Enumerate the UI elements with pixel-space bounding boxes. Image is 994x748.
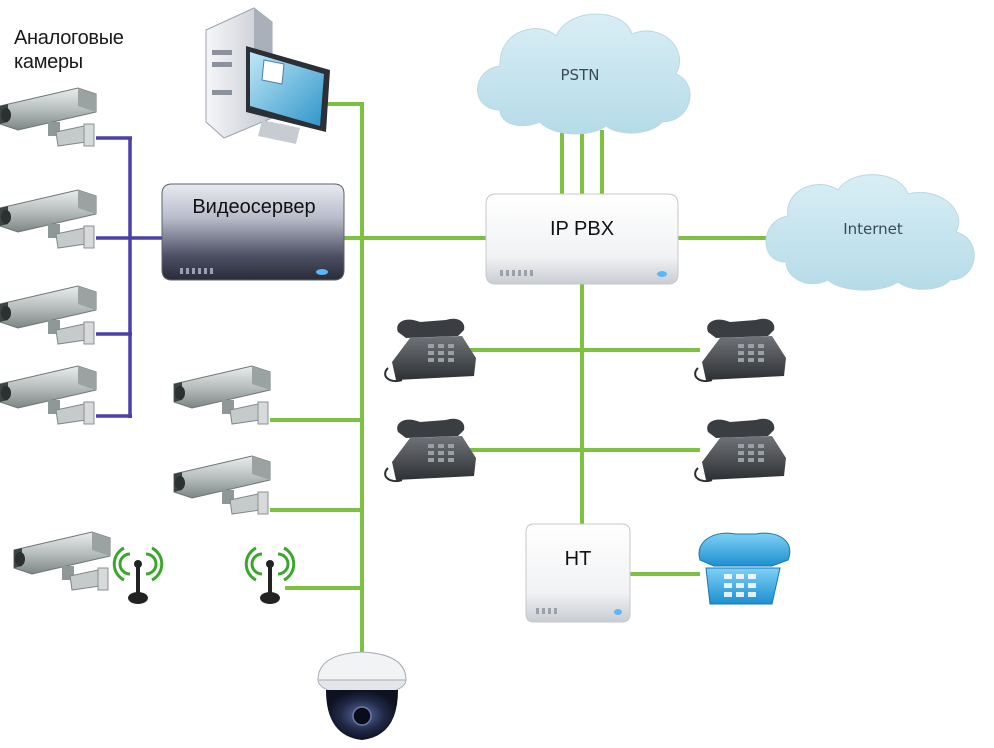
analog-camera-2 (0, 189, 97, 249)
videoserver-label: Видеосервер (192, 196, 316, 218)
ht-box (525, 523, 631, 623)
ippbx-label: IP PBX (549, 218, 615, 240)
wireless-camera (13, 531, 111, 591)
analog-links (96, 136, 168, 418)
analog-camera-3 (0, 285, 97, 345)
ip-camera-1 (173, 365, 271, 425)
analog-cameras-label: Аналоговые камеры (14, 27, 124, 73)
internet-cloud (765, 174, 975, 291)
wireless-receiver-icon (244, 546, 296, 606)
workstation (205, 7, 330, 144)
ip-links (270, 102, 772, 658)
pstn-cloud (477, 13, 691, 135)
ht-label: HT (564, 548, 592, 570)
desk-phone-3 (384, 417, 477, 483)
ippbx-box (485, 193, 679, 285)
wireless-transmitter-icon (112, 546, 164, 606)
ip-camera-2 (173, 455, 271, 515)
videoserver-box (161, 183, 345, 281)
desk-phone-1 (384, 317, 477, 383)
pstn-label: PSTN (560, 66, 600, 84)
analog-camera-1 (0, 87, 97, 147)
analog-camera-4 (0, 365, 97, 425)
dome-camera (317, 651, 407, 740)
analog-phone-icon (698, 532, 791, 605)
desk-phone-4 (694, 417, 787, 483)
internet-label: Internet (843, 220, 903, 238)
desk-phone-2 (694, 317, 787, 383)
